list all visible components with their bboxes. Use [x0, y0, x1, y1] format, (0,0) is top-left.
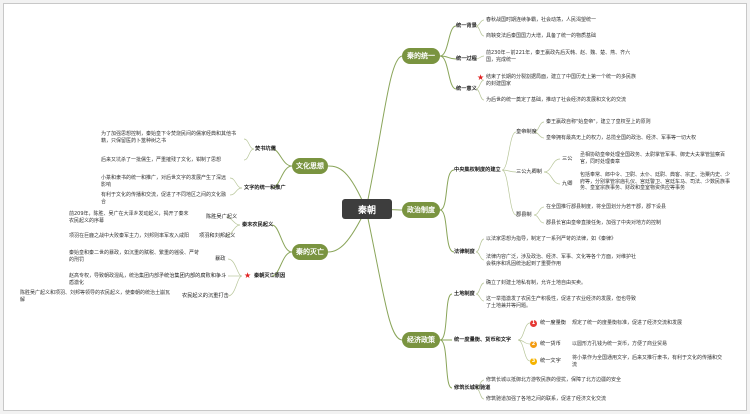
node-unify-currency[interactable]: 统一货币 — [540, 341, 561, 347]
node-emperor-system[interactable]: 皇帝制度 — [516, 129, 537, 135]
node-law-system[interactable]: 法律制度 — [454, 249, 475, 255]
node-book-burning[interactable]: 焚书坑儒 — [255, 146, 276, 152]
node-unify-script[interactable]: 统一文字 — [540, 358, 561, 364]
node-chen-wu-revolt[interactable]: 陈胜吴广起义 — [206, 214, 238, 220]
node-sangong-jiuqing[interactable]: 三公九卿制 — [516, 169, 542, 175]
branch-unification[interactable]: 秦的统一 — [402, 48, 440, 64]
leaf-text: 项羽在巨鹿之战中大败秦军主力，刘邦则率军攻入咸阳 — [69, 233, 190, 239]
node-jiuqing[interactable]: 九卿 — [562, 181, 573, 187]
leaf-text: 确立了封建土地私有制，允许土地自由买卖。 — [486, 280, 587, 286]
branch-economy[interactable]: 经济政策 — [402, 332, 440, 348]
leaf-text: 结束了长期的分裂割据局面，建立了中国历史上第一个统一的多民族的封建国家 — [486, 74, 637, 87]
node-tyranny[interactable]: 暴政 — [215, 256, 226, 262]
leaf-text: 丞相协助皇帝处理全国政务、太尉掌管军事、御史大夫掌管监察百官，同时处理奏章 — [580, 152, 726, 165]
node-unify-process[interactable]: 统一过程 — [456, 56, 477, 62]
leaf-text: 秦始皇和秦二世的暴政，如沉重的赋税、繁重的徭役、严苛的刑罚 — [69, 250, 200, 263]
leaf-text: 春秋战国时期连续争霸，社会动荡，人民渴望统一 — [486, 17, 597, 23]
node-xiang-liu-revolt[interactable]: 项羽和刘邦起义 — [199, 233, 236, 239]
connector-lines — [225, 19, 561, 400]
leaf-text: 皇帝拥有最高无上的权力，总揽全国的政治、经济、军事等一切大权 — [546, 135, 697, 141]
leaf-text: 小篆和隶书的统一和推广，对后世文字的发展产生了深远影响 — [101, 175, 227, 188]
leaf-text: 将小篆作为全国通用文字，后来又推行隶书，有利于文化的传播和交流 — [572, 355, 723, 368]
leaf-text: 赵高专权，导致朝政混乱，统治集团内部矛盾激化 — [69, 273, 165, 286]
node-unify-measures[interactable]: 统一度量衡 — [540, 320, 566, 326]
leaf-text: 前209年，陈胜、吴广在大泽乡发动起义，揭开了秦末农民起义的序幕 — [69, 211, 189, 224]
node-central-power[interactable]: 中央集权制度的建立 — [454, 167, 501, 173]
node-unify-background[interactable]: 统一背景 — [456, 23, 477, 29]
leaf-text: 陈胜吴广起义和项羽、刘邦等领导的农民起义，使秦朝的统治土崩瓦解 — [20, 290, 171, 303]
leaf-text: 这一举措激发了农民生产积极性，促进了农业经济的发展，但也导致了土地兼并等问题。 — [486, 296, 637, 309]
node-revolt-blow[interactable]: 农民起义的沉重打击 — [182, 293, 229, 299]
node-junxian[interactable]: 郡县制 — [516, 212, 532, 218]
node-great-wall[interactable]: 修筑长城和驰道 — [454, 385, 491, 391]
number-badge-1: 1 — [530, 320, 537, 327]
number-badge-2: 2 — [530, 341, 537, 348]
leaf-text: 后来又坑杀了一批儒生，严重摧残了文化，钳制了思想 — [101, 157, 222, 163]
leaf-text: 以圆形方孔钱为统一货币，方便了商业贸易 — [572, 341, 668, 347]
leaf-text: 为了加强思想控制，秦始皇下令焚烧民间的儒家经典和其他书籍，只保留医药卜筮种树之书 — [101, 131, 237, 144]
leaf-text: 法律内容广泛，涉及政治、经济、军事、文化等各个方面，对维护社会秩序和巩固统治起到… — [486, 254, 637, 267]
star-icon: ★ — [477, 73, 485, 82]
leaf-text: 有利于文化的传播和交流，促进了不同地区之间的文化融合 — [101, 192, 227, 205]
number-badge-3: 3 — [530, 358, 537, 365]
node-sangong[interactable]: 三公 — [562, 156, 573, 162]
leaf-text: 郡县长官由皇帝直接任免，加强了中央对地方的控制 — [546, 220, 662, 226]
star-icon: ★ — [244, 271, 252, 280]
leaf-text: 包括奉常、郎中令、卫尉、太仆、廷尉、典客、宗正、治粟内史、少府等，分别掌管宗庙礼… — [580, 172, 731, 191]
node-peasant-revolt[interactable]: 秦末农民起义 — [242, 222, 274, 228]
leaf-text: 为后世的统一奠定了基础，推动了社会经济的发展和文化的交流 — [486, 97, 627, 103]
node-fall-reasons[interactable]: 秦朝灭亡原因 — [254, 273, 286, 279]
leaf-text: 修筑驰道加强了各地之间的联系，促进了经济文化交流 — [486, 396, 607, 402]
leaf-text: 修筑长城以抵御北方游牧民族的侵扰，保障了北方边疆的安全 — [486, 377, 622, 383]
node-standardization[interactable]: 统一度量衡、货币和文字 — [454, 337, 512, 343]
leaf-text: 前230年－前221年，秦王嬴政先后灭韩、赵、魏、楚、燕、齐六国，完成统一 — [486, 50, 631, 63]
branch-politics[interactable]: 政治制度 — [402, 202, 440, 218]
node-unify-meaning[interactable]: 统一意义 — [456, 86, 477, 92]
branch-culture[interactable]: 文化思想 — [292, 158, 328, 174]
leaf-text: 以法家思想为指导，制定了一系列严苛的法律，如《秦律》 — [486, 236, 617, 242]
branch-fall[interactable]: 秦的灭亡 — [292, 244, 328, 260]
leaf-text: 规定了统一的度量衡标准，促进了经济交流和发展 — [572, 320, 683, 326]
leaf-text: 商鞅变法后秦国国力大增，具备了统一的物质基础 — [486, 33, 597, 39]
mind-map-canvas: 秦朝 秦的统一 统一背景 春秋战国时期连续争霸，社会动荡，人民渴望统一 商鞅变法… — [3, 3, 747, 411]
node-internal-corruption[interactable]: 统治集团内部的腐败和争斗 — [164, 273, 227, 279]
node-land-system[interactable]: 土地制度 — [454, 291, 475, 297]
leaf-text: 在全国推行郡县制度，将全国划分为若干郡，郡下设县 — [546, 204, 667, 210]
leaf-text: 秦王嬴政自称"始皇帝"，建立了皇权至上的原则 — [546, 119, 651, 125]
node-script-unification[interactable]: 文字的统一和推广 — [244, 185, 286, 191]
central-topic[interactable]: 秦朝 — [342, 199, 392, 219]
